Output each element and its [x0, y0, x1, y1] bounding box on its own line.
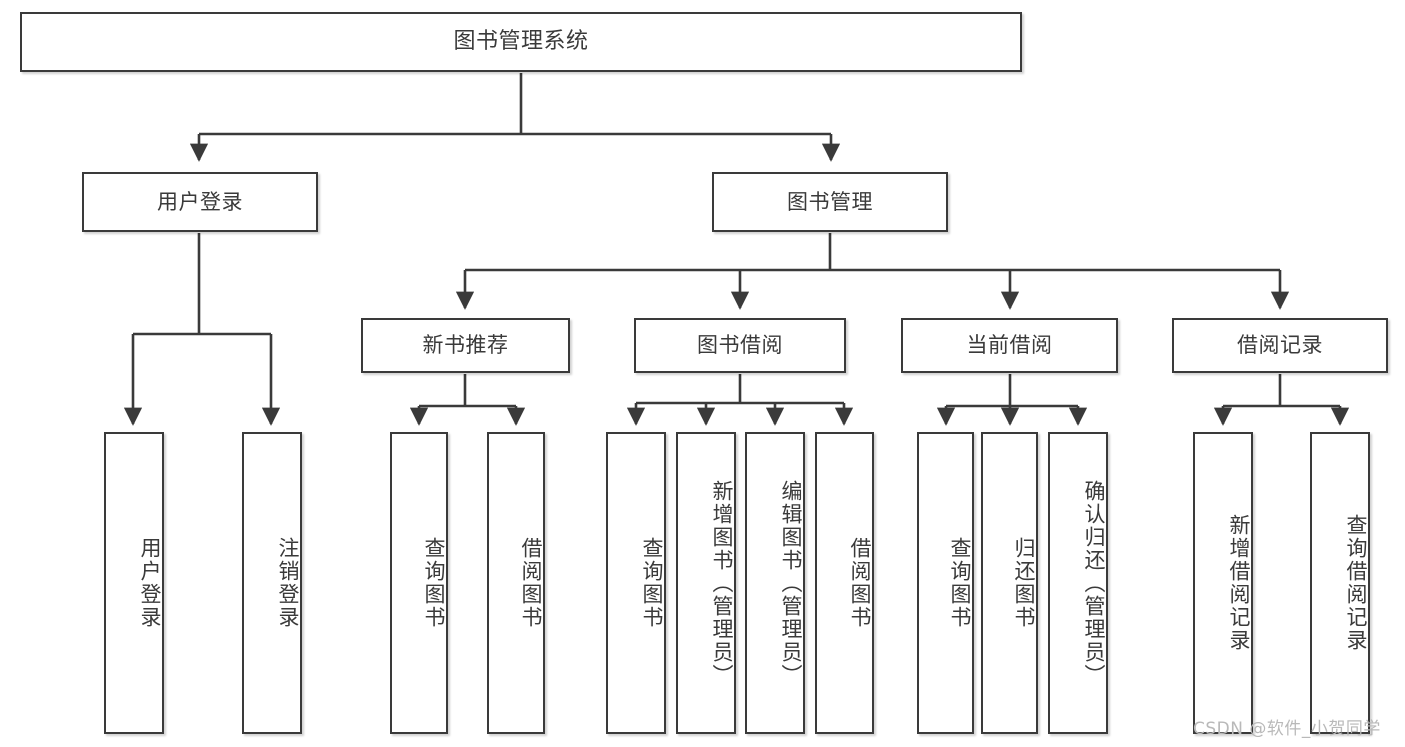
leaf-query-book-3[interactable]: 查询图书: [917, 432, 974, 734]
leaf-borrow-book-1-label: 借阅图书: [519, 537, 543, 629]
node-borrow-record-label: 借阅记录: [1237, 333, 1323, 358]
leaf-query-book-2[interactable]: 查询图书: [606, 432, 666, 734]
node-current-borrow[interactable]: 当前借阅: [901, 318, 1118, 373]
leaf-add-book[interactable]: 新增图书（管理员）: [676, 432, 736, 734]
leaf-return-book-label: 归还图书: [1012, 537, 1036, 629]
node-book-manage[interactable]: 图书管理: [712, 172, 948, 232]
node-root[interactable]: 图书管理系统: [20, 12, 1022, 72]
leaf-logout-login-label: 注销登录: [276, 537, 300, 629]
leaf-edit-book[interactable]: 编辑图书（管理员）: [745, 432, 805, 734]
leaf-confirm-return-label: 确认归还（管理员）: [1082, 479, 1106, 687]
leaf-borrow-book-2-label: 借阅图书: [848, 537, 872, 629]
leaf-query-book-2-label: 查询图书: [640, 537, 664, 629]
node-book-manage-label: 图书管理: [787, 189, 873, 214]
node-root-label: 图书管理系统: [453, 29, 589, 55]
leaf-confirm-return[interactable]: 确认归还（管理员）: [1048, 432, 1108, 734]
node-book-borrow[interactable]: 图书借阅: [634, 318, 846, 373]
node-new-book-recommend[interactable]: 新书推荐: [361, 318, 570, 373]
leaf-query-record[interactable]: 查询借阅记录: [1310, 432, 1370, 734]
leaf-add-book-label: 新增图书（管理员）: [710, 479, 734, 687]
node-current-borrow-label: 当前借阅: [966, 333, 1053, 358]
leaf-add-record-label: 新增借阅记录: [1227, 514, 1251, 652]
node-book-borrow-label: 图书借阅: [697, 333, 783, 358]
leaf-query-record-label: 查询借阅记录: [1344, 514, 1368, 652]
watermark: CSDN @软件_小贺同学: [1193, 719, 1381, 739]
leaf-add-record[interactable]: 新增借阅记录: [1193, 432, 1253, 734]
leaf-query-book-1-label: 查询图书: [422, 537, 446, 629]
leaf-edit-book-label: 编辑图书（管理员）: [779, 479, 803, 687]
leaf-query-book-1[interactable]: 查询图书: [390, 432, 448, 734]
leaf-logout-login[interactable]: 注销登录: [242, 432, 302, 734]
leaf-borrow-book-1[interactable]: 借阅图书: [487, 432, 545, 734]
node-borrow-record[interactable]: 借阅记录: [1172, 318, 1388, 373]
leaf-user-login-label: 用户登录: [138, 537, 162, 629]
node-user-login-label: 用户登录: [157, 189, 243, 214]
leaf-user-login[interactable]: 用户登录: [104, 432, 164, 734]
leaf-query-book-3-label: 查询图书: [948, 537, 972, 629]
leaf-borrow-book-2[interactable]: 借阅图书: [815, 432, 874, 734]
leaf-return-book[interactable]: 归还图书: [981, 432, 1038, 734]
node-new-book-recommend-label: 新书推荐: [422, 333, 509, 358]
node-user-login[interactable]: 用户登录: [82, 172, 318, 232]
